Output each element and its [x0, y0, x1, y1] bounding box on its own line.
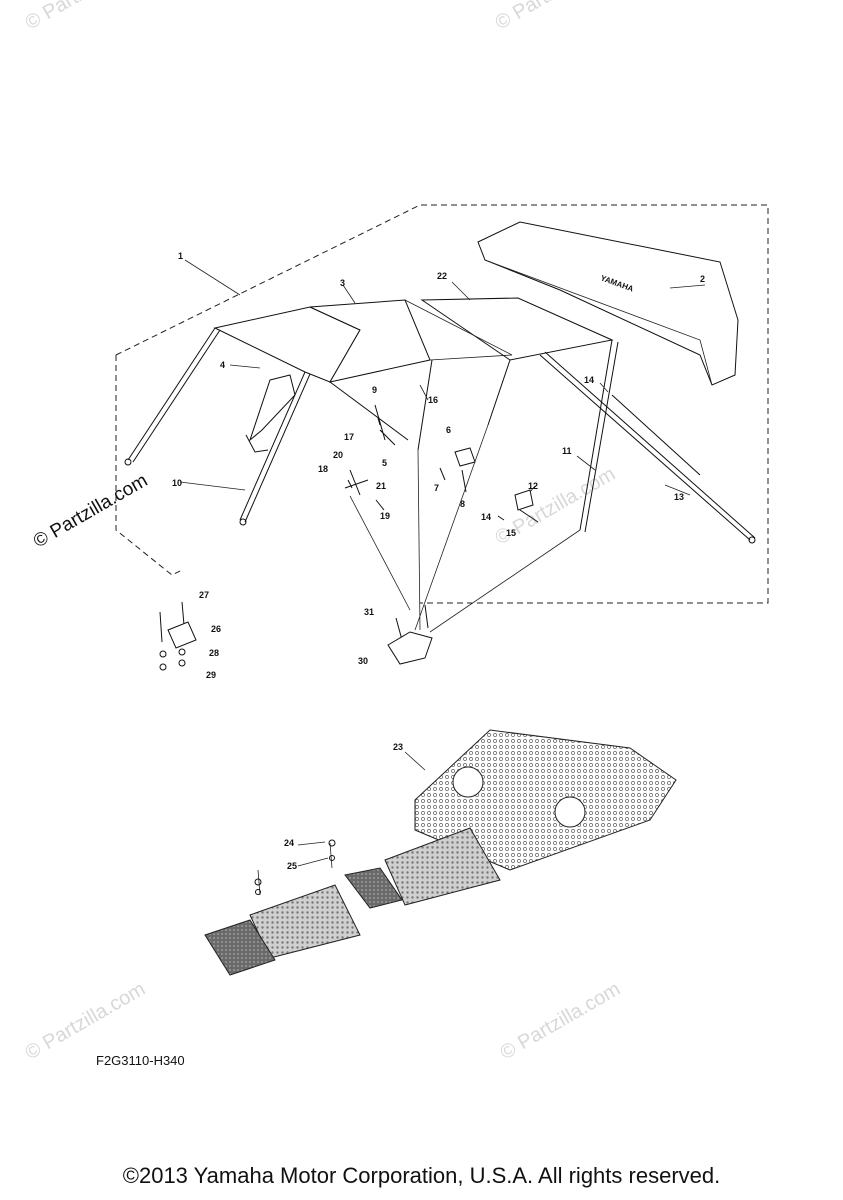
- callout-label: 14: [481, 512, 491, 522]
- callout-label: 21: [376, 481, 386, 491]
- callout-label: 13: [674, 492, 684, 502]
- bimini-canvas: [213, 297, 614, 383]
- callout-label: 23: [393, 742, 403, 752]
- main-floor-mat: [414, 729, 677, 871]
- callout-label: 16: [428, 395, 438, 405]
- callout-label: 29: [206, 670, 216, 680]
- callout-label: 8: [460, 499, 465, 509]
- callout-label: 11: [562, 446, 572, 456]
- callout-label: 17: [344, 432, 354, 442]
- callout-label: 14: [584, 375, 594, 385]
- callout-label: 27: [199, 590, 209, 600]
- callout-label: 22: [437, 271, 447, 281]
- diagram-code: F2G3110-H340: [96, 1053, 185, 1068]
- callout-label: 15: [506, 528, 516, 538]
- callout-label: 19: [380, 511, 390, 521]
- callout-label: 20: [333, 450, 343, 460]
- canvas-panel-rear: [420, 297, 614, 361]
- callout-label: 25: [287, 861, 297, 871]
- callout-label: 4: [220, 360, 225, 370]
- small-parts: [159, 417, 539, 671]
- callout-label: 12: [528, 481, 538, 491]
- callout-label: 2: [700, 274, 705, 284]
- callout-label: 24: [284, 838, 294, 848]
- callout-label: 5: [382, 458, 387, 468]
- bimini-frame: [124, 327, 756, 544]
- watermark: © Partzilla.com: [22, 0, 150, 34]
- watermark: © Partzilla.com: [497, 978, 625, 1064]
- callout-label: 6: [446, 425, 451, 435]
- callout-label: 1: [178, 251, 183, 261]
- storage-boot: YAMAHA: [477, 221, 739, 386]
- callout-label: 10: [172, 478, 182, 488]
- callout-label: 3: [340, 278, 345, 288]
- callout-label: 31: [364, 607, 374, 617]
- leader-lines: [179, 259, 706, 633]
- floor-mats: [204, 729, 677, 976]
- callout-label: 30: [358, 656, 368, 666]
- callout-label: 18: [318, 464, 328, 474]
- callout-label: 7: [434, 483, 439, 493]
- assembly-outline: [115, 204, 769, 604]
- watermark: © Partzilla.com: [30, 470, 151, 552]
- callout-label: 28: [209, 648, 219, 658]
- copyright-footer: ©2013 Yamaha Motor Corporation, U.S.A. A…: [122, 1163, 721, 1188]
- callout-label: 9: [372, 385, 377, 395]
- watermark: © Partzilla.com: [22, 978, 150, 1064]
- callout-label: 26: [211, 624, 221, 634]
- callout-labels: 1 2 3 4 5 6 7 8 9 10 11 12 13 14 14 15 1…: [172, 251, 705, 871]
- canvas-panel-mid: [309, 299, 431, 383]
- watermark: © Partzilla.com: [492, 0, 620, 34]
